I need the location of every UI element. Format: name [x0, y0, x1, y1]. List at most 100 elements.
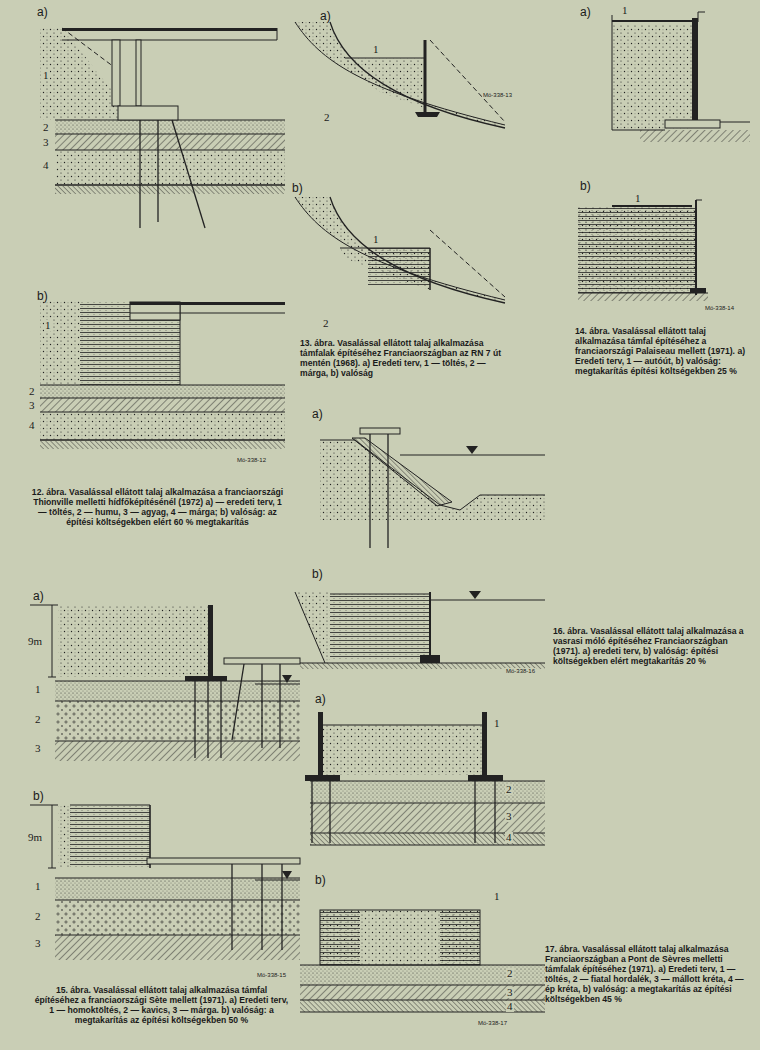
figure-17b-part [320, 910, 480, 965]
callout-number: 1 [34, 684, 42, 695]
drawing-code: Mö-338-14 [704, 305, 735, 311]
figure-12b-part [130, 302, 285, 305]
figure-15a-part [55, 741, 300, 761]
figure-16b-part [420, 655, 440, 663]
panel-letter: b) [312, 568, 323, 580]
figure-12a-part [55, 134, 285, 135]
figure-17a-part [482, 712, 487, 777]
figure-15a-part [58, 605, 208, 677]
figure-15a-part [55, 741, 300, 742]
figure-17a-part [322, 725, 482, 726]
figure-12a-part [118, 106, 178, 120]
callout-number: 4 [506, 1001, 514, 1012]
figure-15a-part [224, 658, 300, 664]
figure-14b-part [612, 205, 692, 207]
callout-number: 1 [34, 881, 42, 892]
panel-letter: b) [292, 182, 303, 194]
figure-14a-part [698, 12, 699, 22]
figure-13a-part [424, 40, 427, 112]
figure-caption: 12. ábra. Vasalással ellátott talaj alka… [30, 487, 285, 527]
figure-14a-part [612, 20, 692, 22]
figure-17a-part [305, 775, 340, 781]
figure-15b-part [52, 805, 53, 868]
figure-12b-part [40, 300, 80, 385]
callout-number: 2 [28, 386, 36, 397]
figure-13a [295, 22, 505, 128]
figure-14a-part [698, 12, 705, 13]
figure-15a-part [55, 681, 300, 701]
figure-13b-part [340, 248, 430, 290]
figure-16a-part [387, 434, 388, 548]
figure-16b-part [330, 594, 430, 660]
callout-number: 2 [505, 784, 513, 795]
drawing-code: Mö-338-15 [256, 972, 287, 978]
figure-17b-part [320, 910, 360, 965]
drawing-code: Mö-338-17 [477, 1020, 508, 1026]
figure-14b-part [690, 288, 706, 293]
drawing-code: Mö-338-13 [482, 92, 513, 98]
figure-12a-part [40, 28, 120, 120]
figure-17a-part [310, 833, 545, 845]
figure-16a-part [352, 438, 452, 506]
figure-12b-part [40, 412, 285, 440]
figure-17a-part [311, 781, 312, 843]
figure-15b-part [55, 935, 300, 936]
figure-14b-part [696, 200, 702, 201]
figure-13b [295, 197, 505, 303]
figure-16a-part [320, 440, 545, 520]
figure-15b-part [255, 880, 300, 881]
figure-13b-part [330, 197, 505, 303]
callout-number: 1 [372, 44, 380, 55]
figure-15b-part [55, 900, 300, 901]
panel-letter: a) [320, 10, 331, 22]
figure-12a-part [55, 150, 285, 151]
callout-number: 1 [42, 70, 50, 81]
figure-14a [612, 12, 750, 142]
figure-17a-part [310, 803, 545, 833]
figure-15a-part [279, 664, 280, 748]
figure-17a-part [318, 712, 323, 777]
figure-14b-part [578, 293, 708, 294]
figure-15a-part [55, 701, 300, 741]
figure-16b-part [469, 591, 481, 599]
figure-14b-part [578, 207, 696, 293]
figure-15b-part [261, 864, 262, 950]
figure-12b-part [40, 385, 285, 398]
figure-12a-part [277, 28, 278, 40]
figure-15b [30, 805, 300, 960]
panel-letter: a) [315, 693, 326, 705]
figure-12a-part [112, 40, 120, 106]
figure-15b-part [231, 864, 232, 950]
figure-13a-part [295, 22, 505, 128]
figure-16a-part [466, 446, 478, 454]
figure-12b-part [40, 441, 285, 449]
figure-14b-part [695, 200, 697, 295]
callout-number: 3 [505, 811, 513, 822]
callout-number: 2 [34, 714, 42, 725]
figure-14a-part [665, 120, 720, 128]
callout-number: 4 [28, 420, 36, 431]
figure-13a-part [345, 58, 425, 59]
figure-12b-part [40, 385, 285, 386]
callout-number: 3 [34, 743, 42, 754]
figure-12a-part [62, 40, 277, 41]
figure-15b-part [55, 935, 300, 960]
figure-12b-part [40, 412, 285, 413]
figure-15a-part [207, 681, 208, 758]
callout-number: 3 [34, 938, 42, 949]
figure-17a [305, 712, 545, 845]
figure-14a-part [612, 130, 665, 131]
figure-13a-part [345, 58, 425, 108]
figure-15a [30, 605, 300, 761]
figure-caption: 16. ábra. Vasalással ellátott talaj alka… [553, 626, 753, 666]
figure-15a-part [220, 681, 221, 758]
callout-number: 2 [506, 968, 514, 979]
figure-15a-part [194, 681, 195, 758]
figure-16a-part [360, 428, 400, 434]
figure-16b-part [295, 592, 325, 663]
callout-number: 3 [42, 137, 50, 148]
figure-12b [40, 300, 285, 449]
callout-number: 2 [323, 112, 331, 123]
figure-17a-part [310, 781, 545, 782]
